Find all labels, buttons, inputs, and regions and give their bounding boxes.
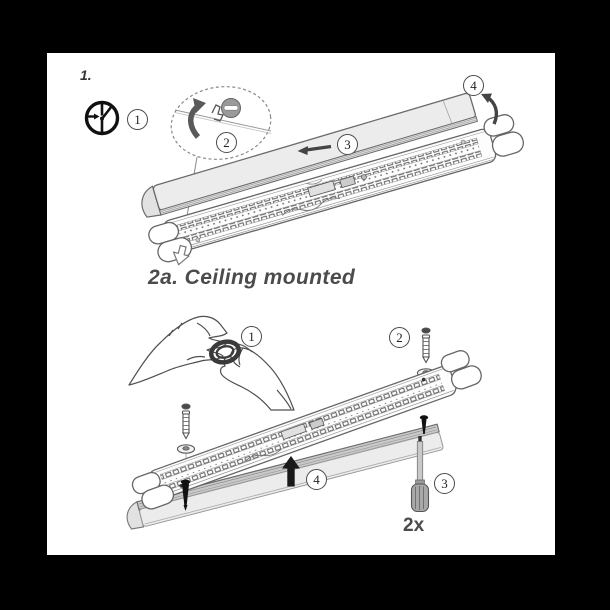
end-cap-right bbox=[483, 114, 525, 157]
luminaire-base-bottom bbox=[131, 350, 482, 510]
callout-switch-off-power: 1 bbox=[127, 109, 148, 130]
screw-quantity-label: 2x bbox=[403, 515, 425, 536]
callout-release-latch: 2 bbox=[216, 132, 237, 153]
wall-plug-assembly-left bbox=[176, 403, 196, 461]
callout-slide-cover: 3 bbox=[337, 134, 358, 155]
latch-clip bbox=[211, 104, 224, 122]
callout-insert-wall-plug: 2 bbox=[389, 327, 410, 348]
slide-direction-arrow bbox=[297, 144, 332, 155]
grommet-ring bbox=[208, 339, 242, 365]
callout-rotate-cover: 4 bbox=[463, 75, 484, 96]
manual-page: 1. 1 2 3 4 2a. Ceiling mounted 1 2 3 4 2… bbox=[47, 53, 555, 555]
attach-cover-arrow bbox=[282, 456, 300, 487]
latch-detail-callout bbox=[170, 86, 272, 235]
rotate-arrow-head bbox=[193, 98, 206, 113]
end-cap-right-bottom bbox=[440, 350, 482, 390]
mounting-screw-left bbox=[180, 479, 191, 511]
callout-drive-screw: 3 bbox=[434, 473, 455, 494]
diffuser-cover-top bbox=[141, 92, 479, 218]
mounting-screw-right bbox=[419, 415, 429, 434]
luminaire-exploded-top bbox=[148, 114, 525, 263]
end-cap-left-bottom bbox=[131, 471, 175, 510]
lift-cover-arrow bbox=[481, 93, 499, 125]
callout-attach-cover: 4 bbox=[306, 469, 327, 490]
section-2a-title: 2a. Ceiling mounted bbox=[148, 266, 356, 289]
step1-number-label: 1. bbox=[80, 67, 92, 83]
remove-cover-arrow bbox=[172, 244, 190, 266]
power-off-icon bbox=[84, 100, 120, 136]
screwdriver-icon bbox=[410, 436, 430, 513]
hands-twisting-grommet bbox=[128, 315, 295, 411]
callout-fit-grommet: 1 bbox=[241, 326, 262, 347]
rotate-arrow-icon bbox=[188, 104, 201, 139]
illustrations bbox=[84, 86, 525, 530]
